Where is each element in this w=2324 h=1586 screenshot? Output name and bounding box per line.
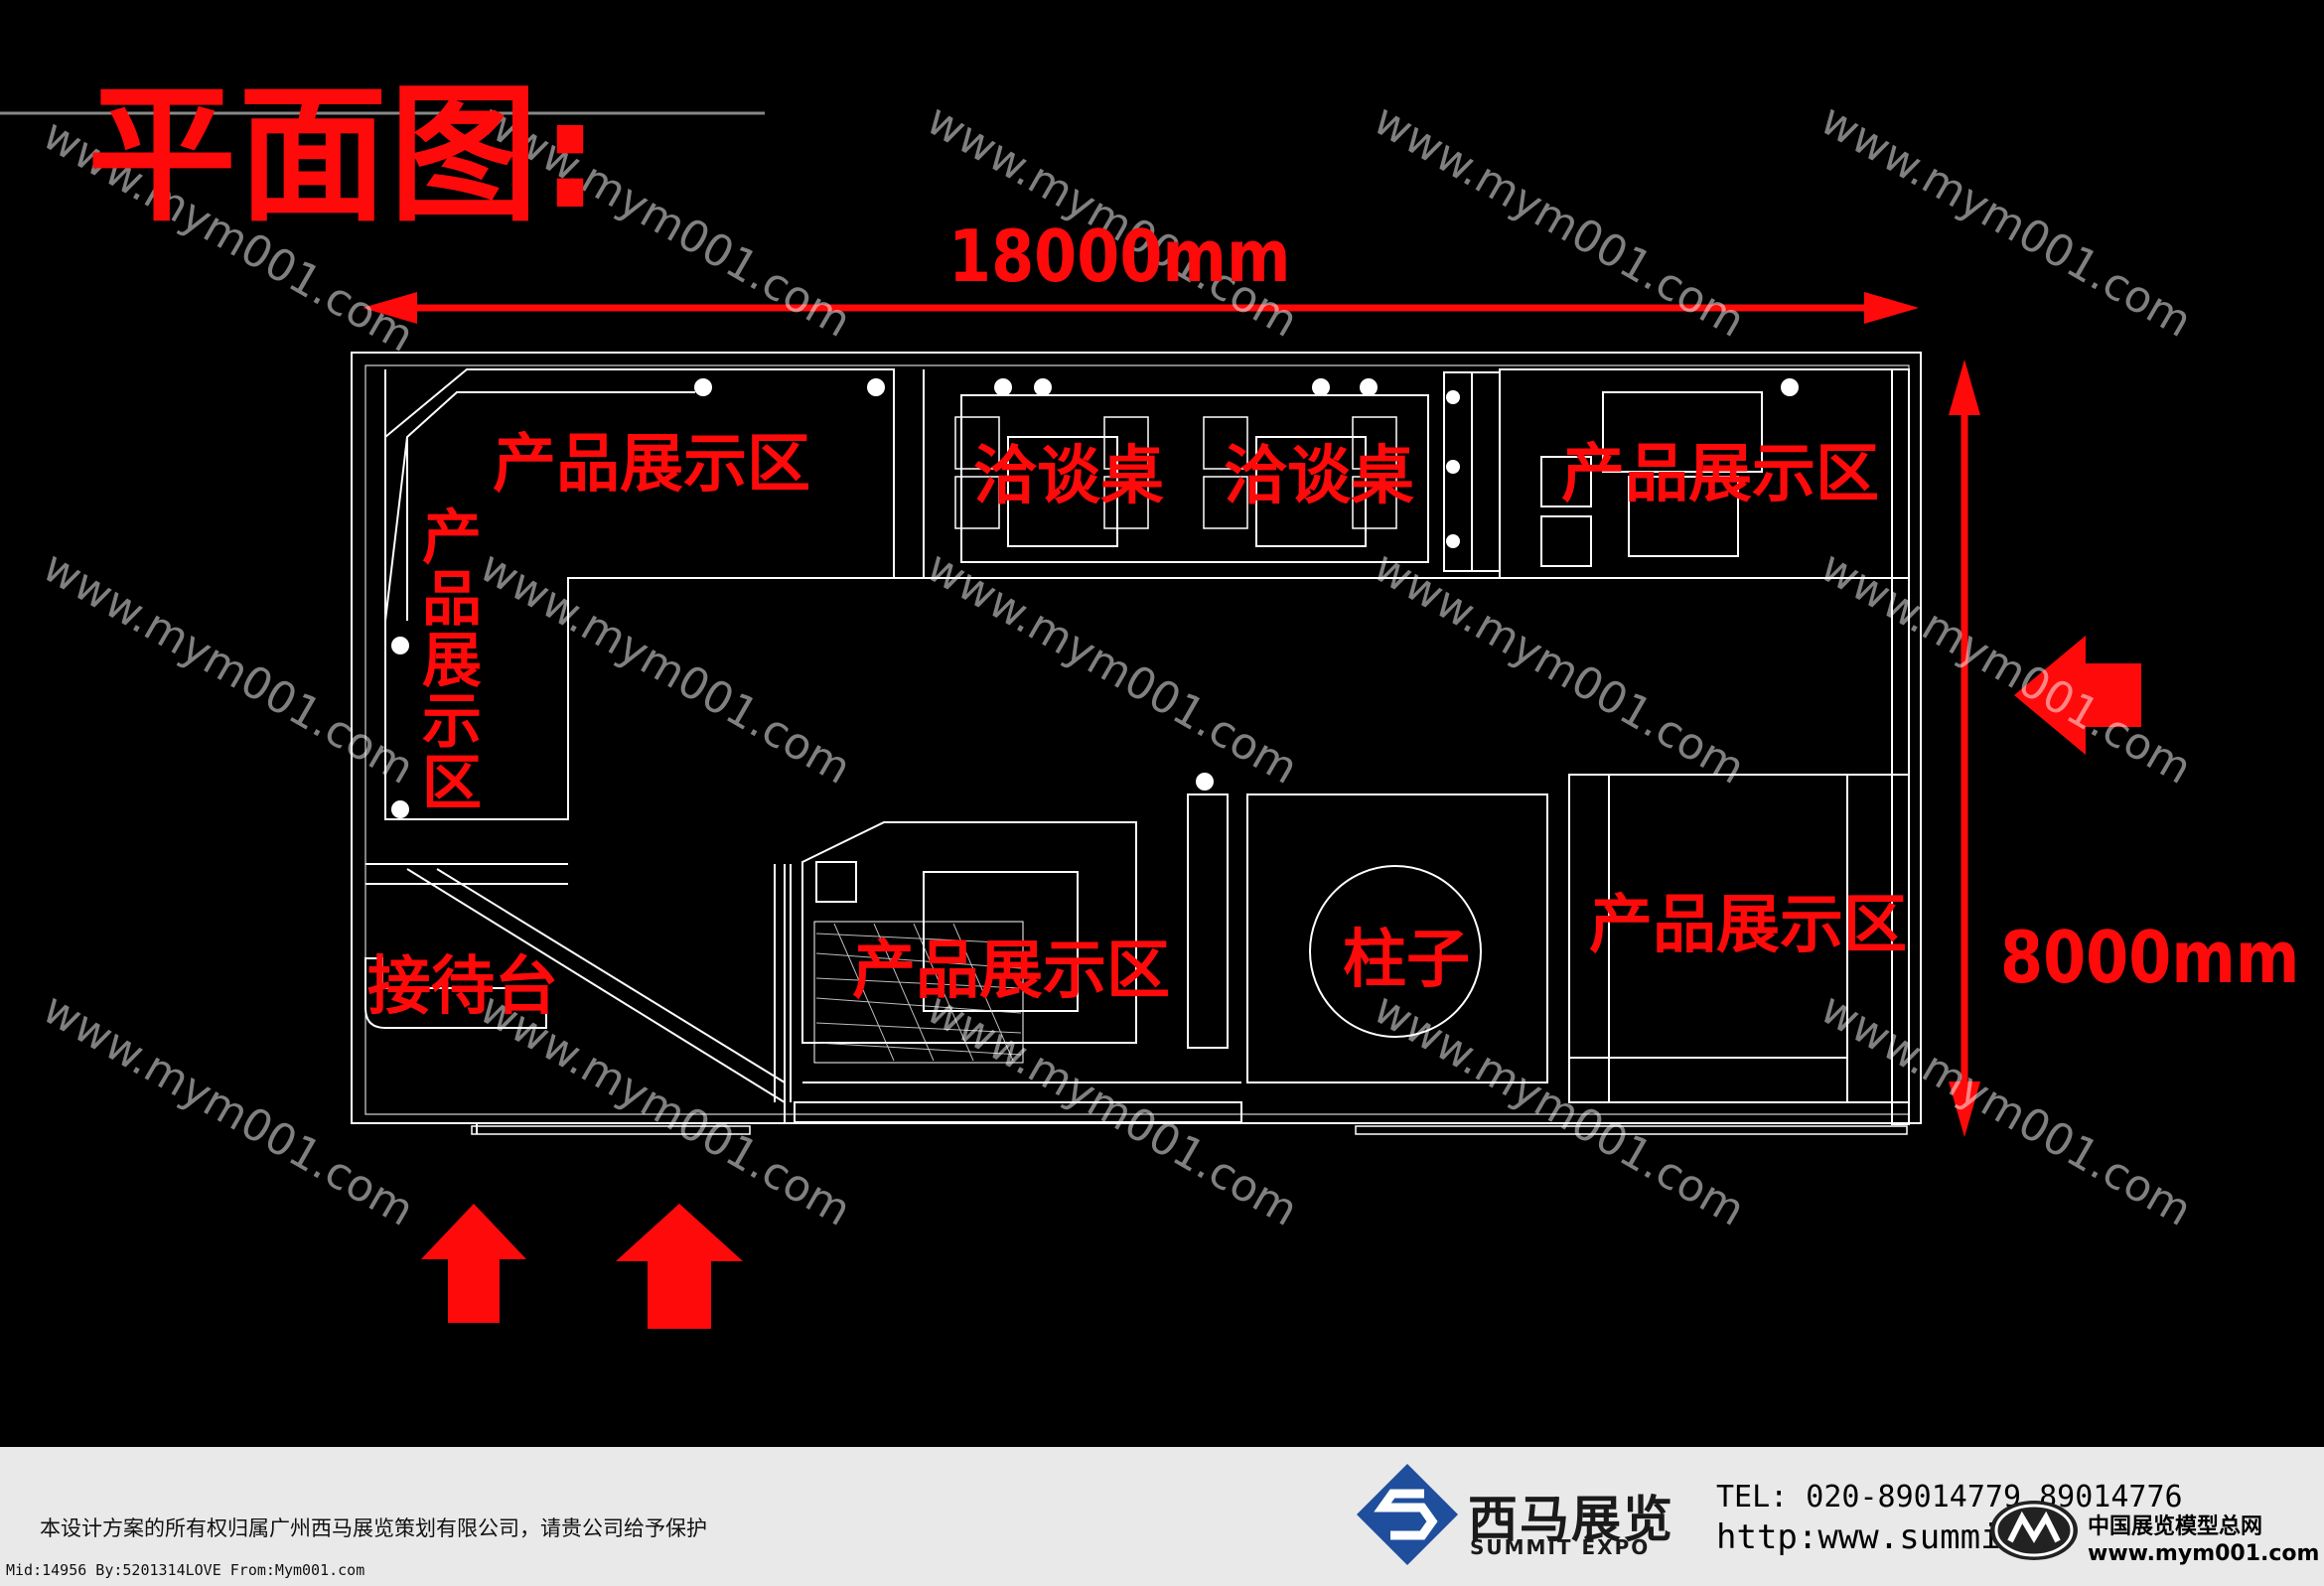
zone-label-negotiation-1: 洽谈桌 (973, 440, 1164, 513)
negotiation-area (960, 394, 1429, 563)
reception-desk (364, 957, 547, 1029)
zone-label-display-left: 产品展示区 (422, 504, 482, 819)
entry-arrow-right (2014, 636, 2141, 755)
display-table-central (813, 921, 1024, 1064)
central-display-hatching (815, 923, 1022, 1062)
brand-name: 西马展览 (1468, 1491, 1674, 1548)
zone-label-pillar: 柱子 (1343, 924, 1470, 997)
contact-telephone: TEL: 020-89014779 89014776 (1716, 1480, 2183, 1514)
contact-website: http:www.summi (1716, 1517, 2001, 1557)
width-dimension-label: 18000mm (948, 215, 1291, 298)
display-wall-top-left (384, 369, 1907, 820)
entry-arrow-bottom-right (616, 1204, 743, 1329)
model-id: Mid:14956 By:5201314LOVE From:Mym001.com (6, 1561, 365, 1579)
zone-label-reception: 接待台 (367, 950, 558, 1024)
zone-label-display-top-left: 产品展示区 (493, 428, 810, 502)
entry-ramp (406, 868, 786, 1103)
footer-bar (0, 1447, 2324, 1586)
height-dimension-label: 8000mm (2000, 916, 2300, 999)
page-title: 平面图: (87, 70, 602, 242)
entry-arrow-bottom-left (421, 1204, 526, 1323)
zone-label-negotiation-2: 洽谈桌 (1224, 440, 1414, 513)
summit-expo-logo-icon (1357, 1464, 1458, 1565)
site-url: www.mym001.com (2088, 1541, 2320, 1566)
dimension-arrows (363, 292, 1980, 1137)
site-name: 中国展览模型总网 (2088, 1514, 2263, 1539)
entry-arrows (421, 636, 2141, 1329)
display-cabinet-top-right (1602, 391, 1763, 473)
central-display-island (801, 821, 1137, 1044)
mym001-logo-icon (1990, 1501, 2078, 1560)
copyright-notice: 本设计方案的所有权归属广州西马展览策划有限公司，请贵公司给予保护 (40, 1516, 707, 1540)
pillar (1309, 865, 1482, 1038)
negotiation-table-1 (1007, 436, 1118, 547)
floor-plan-drawing (0, 111, 2141, 1329)
negotiation-table-2 (1255, 436, 1367, 547)
zone-label-display-right: 产品展示区 (1589, 889, 1907, 962)
pillar-enclosure (1246, 793, 1548, 1083)
zone-label-display-top-right: 产品展示区 (1561, 438, 1879, 511)
brand-subtitle: SUMMIT EXPO (1470, 1535, 1651, 1559)
zone-label-display-center: 产品展示区 (852, 935, 1170, 1008)
